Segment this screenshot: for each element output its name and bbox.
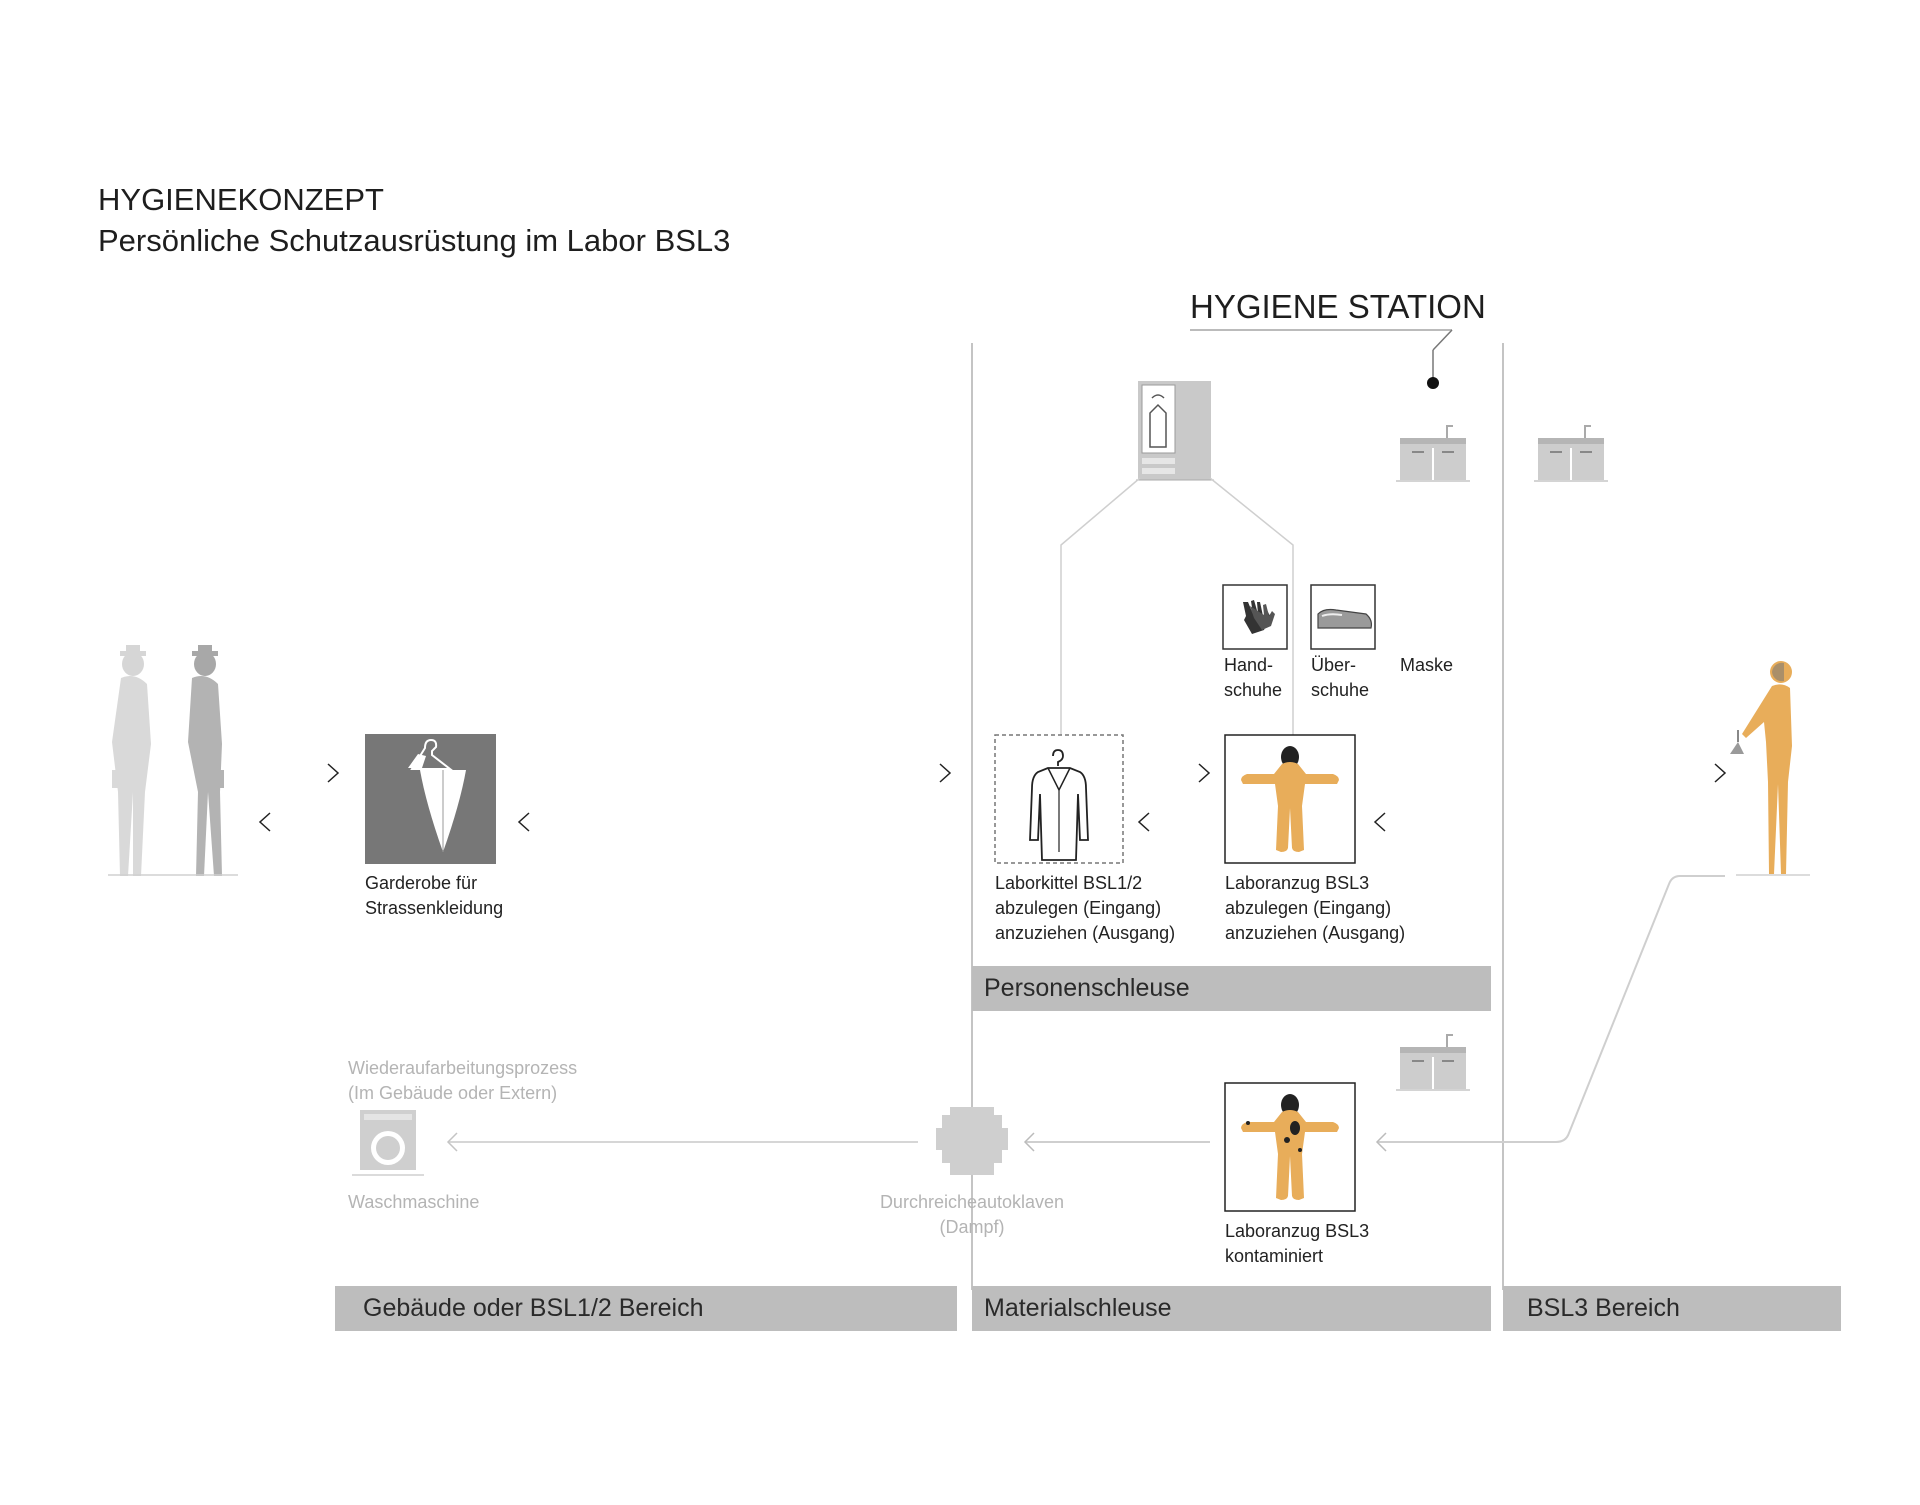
overshoes-icon [1310, 584, 1376, 650]
sink-icon-material [1396, 1034, 1470, 1091]
hygiene-station-title: HYGIENE STATION [1190, 288, 1486, 325]
gloves-icon [1222, 584, 1288, 650]
sink-icon-station [1396, 425, 1470, 482]
zone-material-lock: Materialschleuse [972, 1286, 1491, 1331]
arrows-entry [262, 763, 1727, 783]
labcoat-icon [994, 734, 1124, 864]
diagram-subtitle: Persönliche Schutzausrüstung im Labor BS… [98, 223, 731, 258]
bsl3-suit-label: Laboranzug BSL3 abzulegen (Eingang) anzu… [1225, 873, 1406, 943]
bsl3-suit-icon [1224, 734, 1356, 864]
sink-icon-bsl3 [1534, 425, 1608, 482]
material-flow-arrows [446, 1132, 1210, 1152]
overshoes-label: Über- schuhe [1311, 655, 1370, 700]
washing-machine-icon [352, 1110, 424, 1176]
gloves-label: Hand- schuhe [1224, 655, 1283, 700]
autoclave-icon [936, 1107, 1008, 1175]
bsl3-suit-contaminated-icon [1224, 1082, 1356, 1212]
connector-line-labcoat [1060, 477, 1141, 735]
street-clothes-person-dark-icon [188, 645, 224, 876]
contaminated-return-arrowhead [1375, 1132, 1387, 1152]
mask-label: Maske [1400, 655, 1454, 675]
arrows-exit [258, 812, 1725, 832]
contaminated-return-path [1378, 875, 1725, 1143]
connector-line-suit [1209, 477, 1294, 735]
hygiene-station-leader [1190, 329, 1453, 389]
wardrobe-cabinet-icon [1136, 381, 1214, 481]
diagram-title: HYGIENEKONZEPT [98, 182, 384, 217]
labcoat-label: Laborkittel BSL1/2 abzulegen (Eingang) a… [995, 873, 1176, 943]
street-clothes-person-light-icon [112, 645, 151, 876]
washing-machine-label: Waschmaschine [348, 1192, 480, 1212]
garderobe-icon [365, 734, 496, 864]
garderobe-label: Garderobe für Strassenkleidung [365, 873, 504, 918]
zone-building: Gebäude oder BSL1/2 Bereich [335, 1286, 957, 1331]
bsl3-suit-contaminated-label: Laboranzug BSL3 kontaminiert [1225, 1221, 1370, 1266]
reprocessing-label: Wiederaufarbeitungsprozess (Im Gebäude o… [348, 1058, 578, 1103]
autoclave-label: Durchreicheautoklaven (Dampf) [879, 1192, 1065, 1237]
zone-personnel-lock: Personenschleuse [972, 966, 1491, 1011]
bsl3-worker-icon [1730, 661, 1792, 874]
zone-bsl3: BSL3 Bereich [1503, 1286, 1841, 1331]
